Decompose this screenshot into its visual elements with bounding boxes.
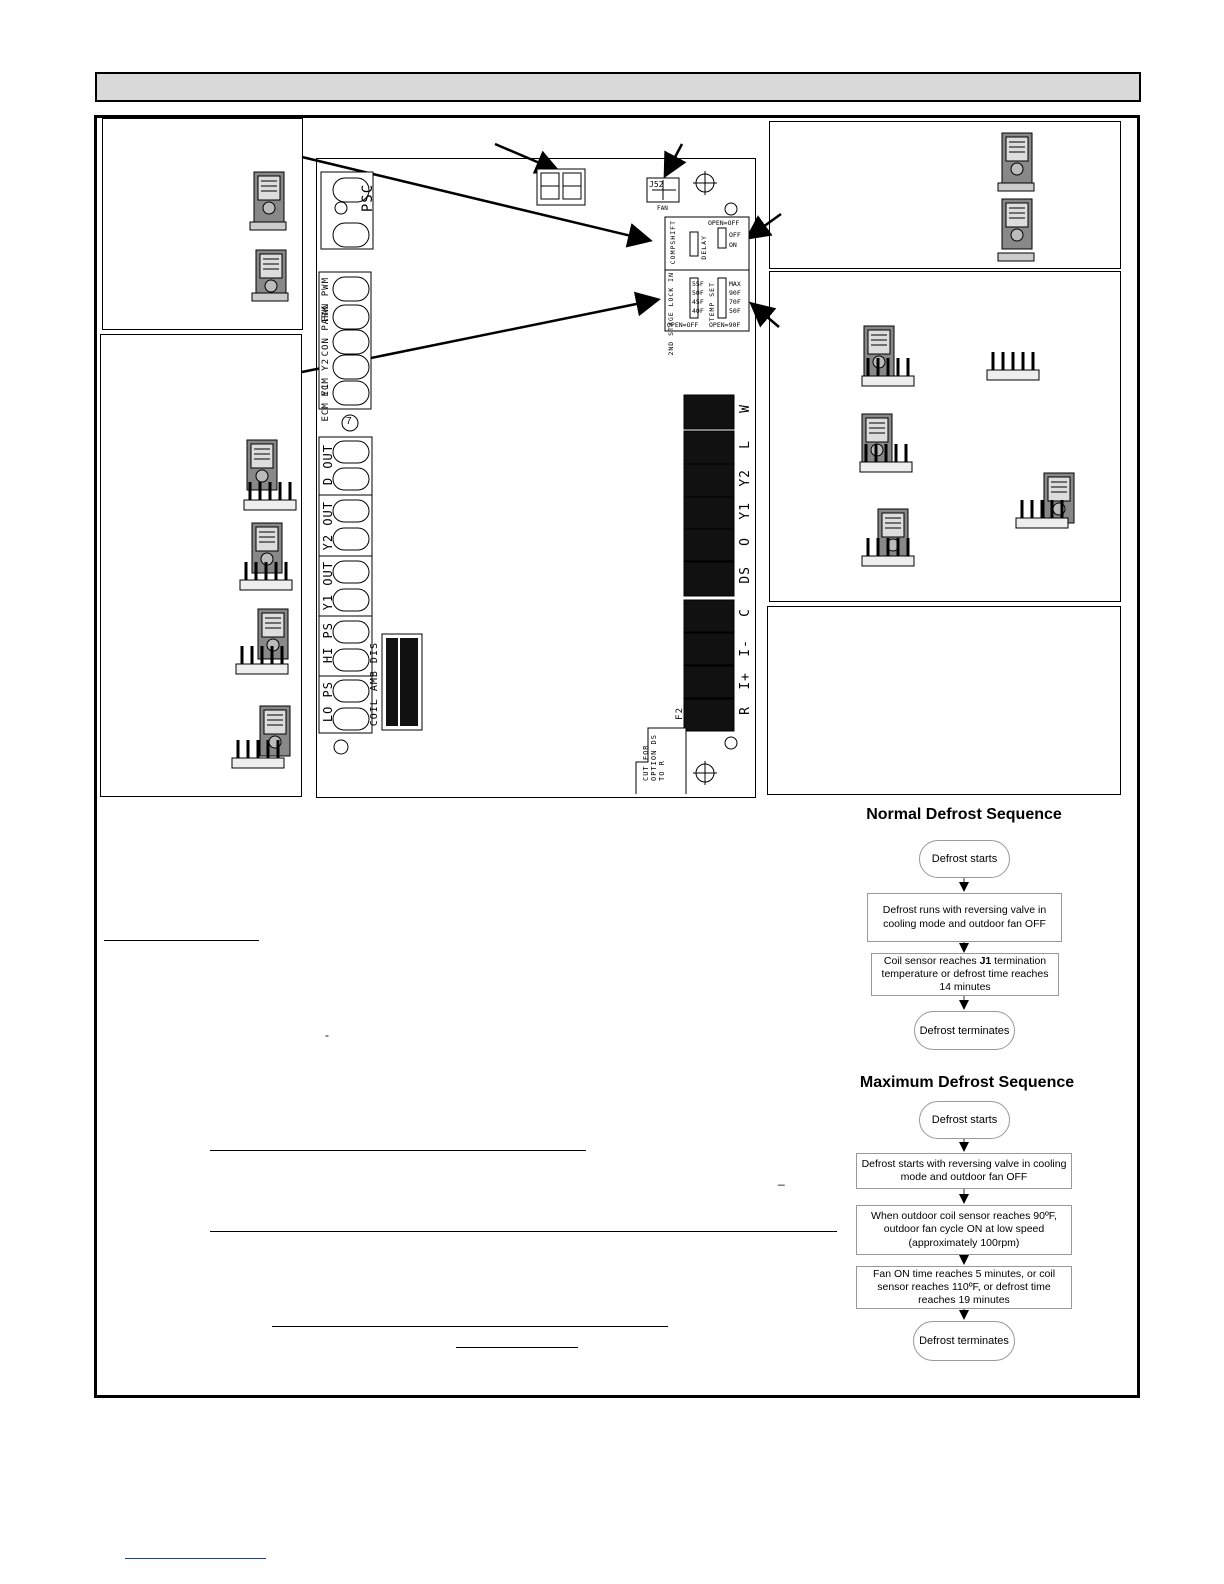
on-label: ON xyxy=(729,241,737,249)
bottom-link-underline[interactable] xyxy=(125,1558,266,1559)
leader-arrow-6 xyxy=(749,301,780,328)
terminal-i-plus: I+ xyxy=(738,672,753,690)
fan-label: FAN xyxy=(657,205,668,212)
terminal-r: R xyxy=(738,706,753,715)
terminal-w: W xyxy=(738,404,753,413)
seven-segment-display xyxy=(536,168,586,206)
con-park-label: CON PARK xyxy=(321,305,331,357)
y2-out-label: Y2 OUT xyxy=(321,501,335,551)
max-sequence-title: Maximum Defrost Sequence xyxy=(859,1074,1075,1091)
underline-rule-3 xyxy=(210,1231,837,1232)
max-step-1: Defrost starts xyxy=(919,1101,1010,1139)
terminal-ds: DS xyxy=(738,566,753,584)
terminal-y2: Y2 xyxy=(738,469,753,487)
callout-right xyxy=(769,271,1121,602)
j1-setting-2: 90F xyxy=(729,289,741,297)
terminal-i-minus: I- xyxy=(738,639,753,657)
stray-dash-2: _ xyxy=(778,1172,785,1186)
off-label: OFF xyxy=(729,231,741,239)
max-step-2: Defrost starts with reversing valve in c… xyxy=(856,1153,1072,1189)
leader-arrow-1 xyxy=(301,155,653,248)
j1-setting-3: 70F xyxy=(729,298,741,306)
compshift-label: COMPSHIFT xyxy=(669,220,677,265)
leader-arrow-3 xyxy=(494,142,561,174)
j1-setting-4: 50F xyxy=(729,307,741,315)
normal-step-2: Defrost runs with reversing valve in coo… xyxy=(867,893,1062,942)
normal-step-3: Coil sensor reaches J1 termination tempe… xyxy=(871,953,1059,996)
fan-connector-block xyxy=(318,271,372,410)
f2-label: F2 xyxy=(675,707,685,720)
j52-label: J52 xyxy=(649,180,664,189)
normal-step-1: Defrost starts xyxy=(919,840,1010,878)
lockin-setting-4: 40F xyxy=(692,307,704,315)
max-step-5: Defrost terminates xyxy=(913,1321,1015,1361)
cut-for-option-label: CUT FOR OPTION DS TO R xyxy=(642,734,666,781)
jumper-settings-block xyxy=(664,216,750,332)
terminal-l: L xyxy=(738,440,753,449)
j1-setting-1: MAX xyxy=(729,280,741,288)
hi-ps-label: HI PS xyxy=(321,622,335,664)
terminal-y1: Y1 xyxy=(738,502,753,520)
callout-top-right xyxy=(769,121,1121,269)
normal-step-4: Defrost terminates xyxy=(914,1011,1015,1050)
callout-bottom-right xyxy=(767,606,1121,795)
lockin-label: 2ND STAGE LOCK IN xyxy=(667,272,675,356)
output-connector-block xyxy=(318,436,373,734)
terminal-c: C xyxy=(738,608,753,617)
underline-rule-1 xyxy=(104,940,259,941)
max-step-3: When outdoor coil sensor reaches 90ºF, o… xyxy=(856,1205,1072,1255)
terminal-strip xyxy=(683,394,735,732)
open-off-bottom-label: OPEN=OFF xyxy=(667,321,699,329)
section-header-bar xyxy=(95,72,1141,102)
terminal-o: O xyxy=(738,537,753,546)
temp-set-label: TEMP SET xyxy=(708,282,716,322)
connector-number-7: 7 xyxy=(346,416,352,427)
y1-out-label: Y1 OUT xyxy=(321,561,335,611)
underline-rule-4 xyxy=(272,1326,668,1327)
lockin-setting-1: 55F xyxy=(692,280,704,288)
open-90f-label: OPEN=90F xyxy=(709,321,741,329)
psc-label: PSC xyxy=(360,183,377,213)
ecm-y1-label: ECM Y1 xyxy=(321,383,331,422)
stray-dash-1: - xyxy=(325,1028,329,1042)
lockin-setting-2: 50F xyxy=(692,289,704,297)
leader-arrow-4 xyxy=(663,143,687,179)
open-off-label: OPEN=OFF xyxy=(708,219,740,227)
normal-sequence-title: Normal Defrost Sequence xyxy=(866,806,1062,823)
leader-arrow-5 xyxy=(744,212,782,240)
underline-rule-2 xyxy=(210,1150,586,1151)
lo-ps-label: LO PS xyxy=(321,681,335,723)
lockin-setting-3: 45F xyxy=(692,298,704,306)
main-frame xyxy=(94,115,1140,1398)
d-out-label: D OUT xyxy=(321,444,335,486)
max-step-4: Fan ON time reaches 5 minutes, or coil s… xyxy=(856,1266,1072,1309)
delay-label: DELAY xyxy=(700,235,708,260)
underline-rule-5 xyxy=(456,1347,578,1348)
coil-amb-dis-label: COIL AMB DIS xyxy=(369,642,380,727)
